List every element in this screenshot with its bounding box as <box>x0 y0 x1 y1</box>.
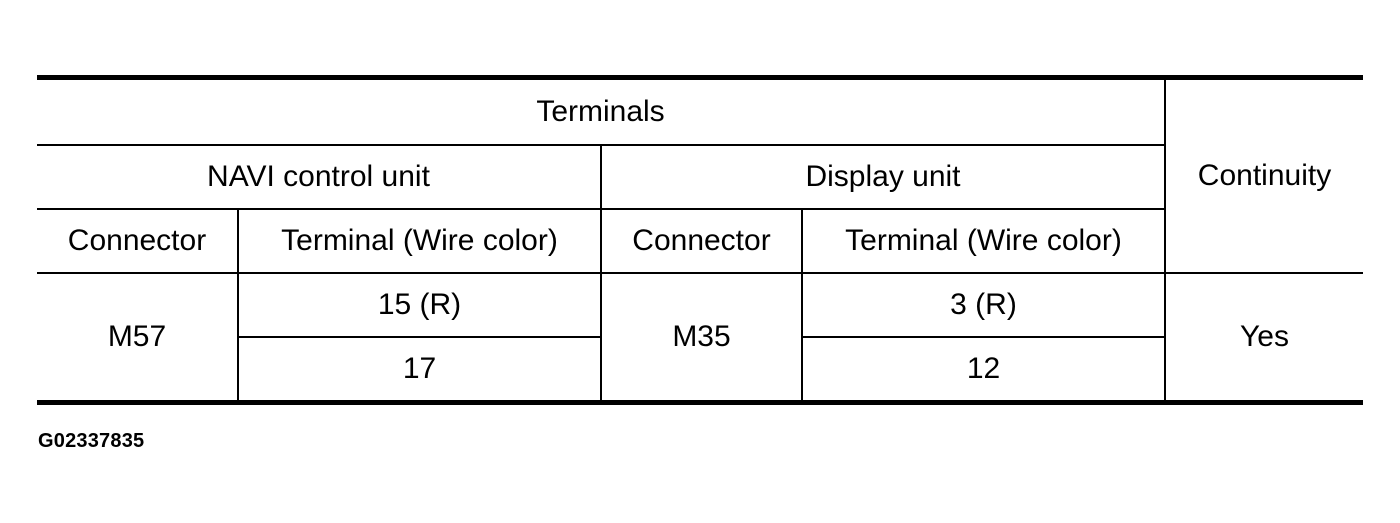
cell-continuity: Yes <box>1164 271 1363 405</box>
header-continuity: Continuity <box>1164 75 1363 274</box>
header-terminals: Terminals <box>37 75 1166 146</box>
table-row: M57 15 (R) M35 3 (R) Yes <box>37 271 1363 405</box>
figure-id: G02337835 <box>38 430 145 452</box>
cell-display-connector: M35 <box>600 271 803 405</box>
table-row: 17 12 <box>37 335 1363 405</box>
header-row-terminals: Terminals Continuity <box>37 75 1363 274</box>
header-navi-control-unit: NAVI control unit <box>37 143 602 210</box>
cell-navi-terminal-1: 15 (R) <box>237 271 602 338</box>
header-display-unit: Display unit <box>600 143 1166 210</box>
cell-display-terminal-1: 3 (R) <box>801 271 1166 338</box>
header-display-connector: Connector <box>600 207 803 274</box>
continuity-table: Terminals Continuity NAVI control unit D… <box>37 75 1363 405</box>
cell-navi-terminal-2: 17 <box>237 335 602 405</box>
cell-navi-connector: M57 <box>37 271 239 405</box>
header-display-terminal: Terminal (Wire color) <box>801 207 1166 274</box>
header-navi-connector: Connector <box>37 207 239 274</box>
header-row-columns: Connector Terminal (Wire color) Connecto… <box>37 207 1363 274</box>
header-row-units: NAVI control unit Display unit <box>37 143 1363 210</box>
cell-display-terminal-2: 12 <box>801 335 1166 405</box>
header-navi-terminal: Terminal (Wire color) <box>237 207 602 274</box>
